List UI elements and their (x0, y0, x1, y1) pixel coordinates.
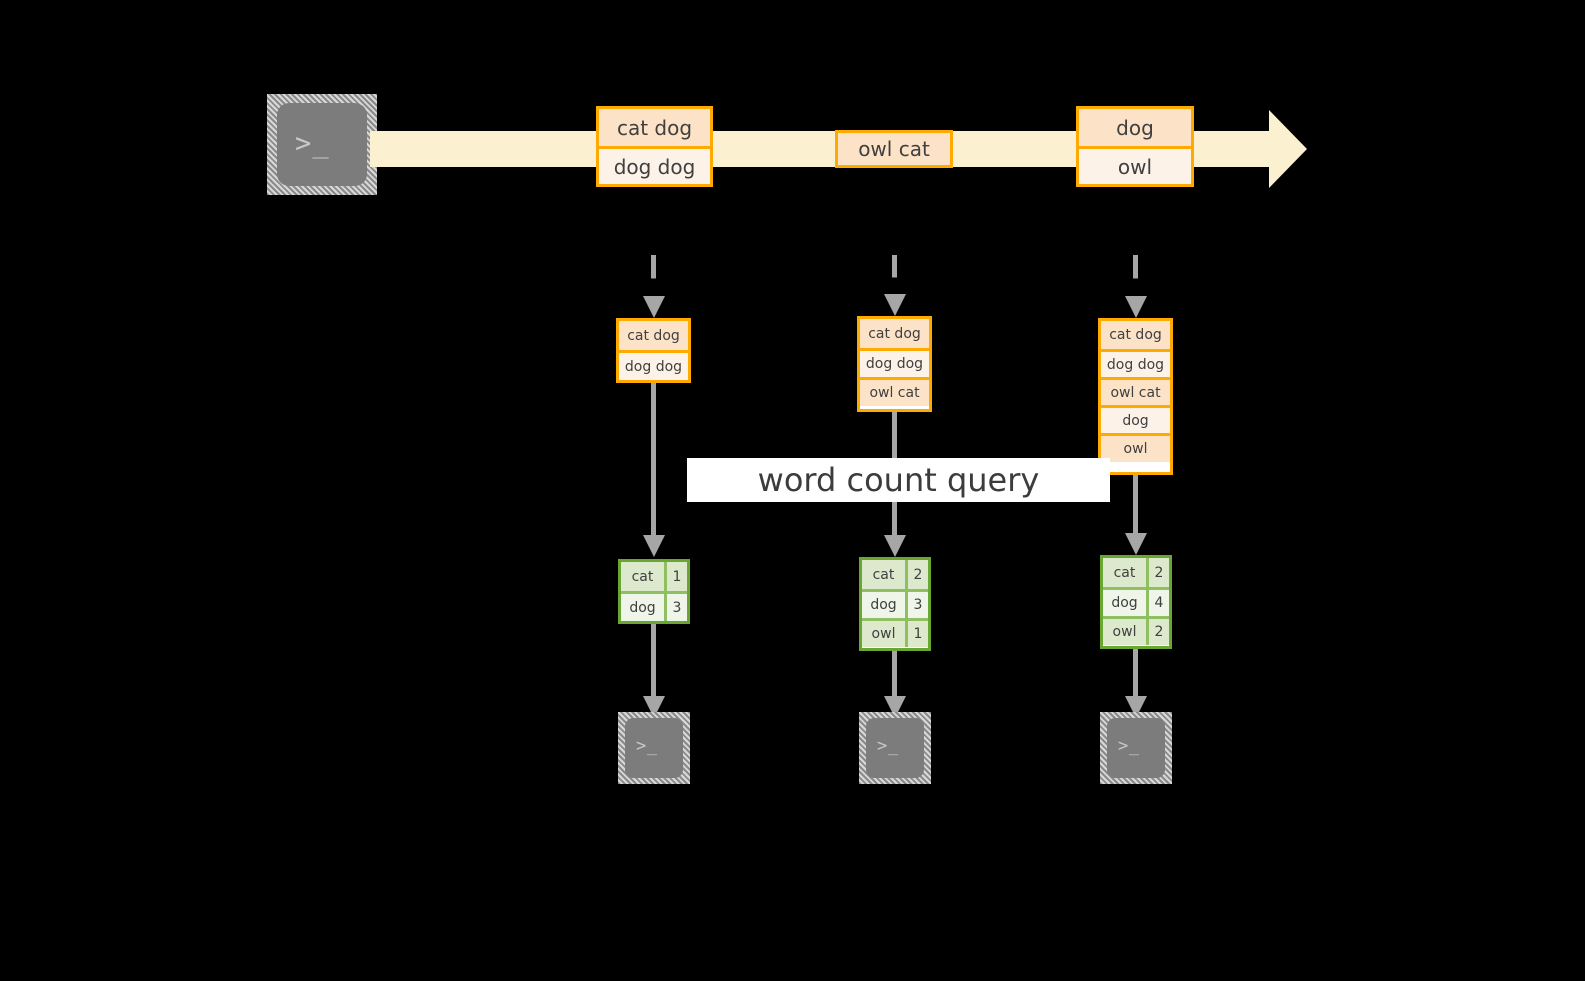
snapshot-2-input-table: cat dog dog dog owl cat (857, 316, 932, 412)
snapshot-2-tap-arrow (883, 255, 906, 316)
snapshot-1-query-arrow (642, 383, 665, 559)
snapshot-1-sink-terminal-icon: >_ (618, 712, 690, 784)
snapshot-3-input-row: dog (1101, 405, 1170, 433)
terminal-prompt-glyph: >_ (636, 736, 658, 756)
snapshot-1-result-table: cat 1 dog 3 (618, 559, 690, 624)
terminal-prompt-glyph: >_ (1118, 736, 1140, 756)
stream-event-1-row: dog dog (599, 146, 710, 184)
terminal-screen (1107, 718, 1165, 778)
snapshot-2-input-row: cat dog (860, 319, 929, 348)
table-row: cat 1 (621, 562, 687, 591)
snapshot-1-input-table: cat dog dog dog (616, 318, 691, 383)
stream-event-3-row: dog (1079, 109, 1191, 146)
snapshot-3-input-row: cat dog (1101, 321, 1170, 349)
stream-event-2: owl cat (835, 130, 953, 168)
stream-event-3-row: owl (1079, 146, 1191, 184)
terminal-screen (625, 718, 683, 778)
source-terminal-icon: >_ (267, 94, 377, 195)
result-word-cell: dog (621, 594, 664, 621)
snapshot-2-input-row: owl cat (860, 377, 929, 406)
stream-event-1-row: cat dog (599, 109, 710, 146)
snapshot-2-input-row: dog dog (860, 348, 929, 377)
result-count-cell: 2 (1146, 619, 1169, 645)
terminal-prompt-glyph: >_ (877, 736, 899, 756)
snapshot-3-input-table: cat dog dog dog owl cat dog owl (1098, 318, 1173, 475)
result-count-cell: 1 (905, 621, 928, 647)
event-stream-arrowhead (1269, 110, 1307, 188)
table-row: cat 2 (1103, 558, 1169, 587)
result-count-cell: 2 (1146, 558, 1169, 587)
table-row: owl 1 (862, 618, 928, 647)
result-count-cell: 1 (664, 562, 687, 591)
result-word-cell: owl (1103, 619, 1146, 645)
table-row: dog 3 (862, 589, 928, 618)
result-count-cell: 4 (1146, 590, 1169, 616)
terminal-screen (277, 103, 367, 186)
snapshot-1-input-row: cat dog (619, 321, 688, 350)
snapshot-2-result-table: cat 2 dog 3 owl 1 (859, 557, 931, 651)
snapshot-3-query-arrow (1124, 475, 1147, 557)
snapshot-3-input-row: owl cat (1101, 377, 1170, 405)
snapshot-2-sink-arrow (883, 651, 906, 720)
stream-event-3: dog owl (1076, 106, 1194, 187)
terminal-prompt-glyph: >_ (295, 128, 330, 159)
stream-event-2-row: owl cat (838, 133, 950, 165)
terminal-screen (866, 718, 924, 778)
result-word-cell: cat (862, 560, 905, 589)
result-count-cell: 3 (905, 592, 928, 618)
result-word-cell: cat (1103, 558, 1146, 587)
snapshot-2-sink-terminal-icon: >_ (859, 712, 931, 784)
result-word-cell: owl (862, 621, 905, 647)
table-row: cat 2 (862, 560, 928, 589)
table-row: owl 2 (1103, 616, 1169, 645)
snapshot-3-tap-arrow (1124, 255, 1147, 318)
result-count-cell: 3 (664, 594, 687, 621)
snapshot-3-input-row: dog dog (1101, 349, 1170, 377)
snapshot-3-result-table: cat 2 dog 4 owl 2 (1100, 555, 1172, 649)
result-word-cell: dog (1103, 590, 1146, 616)
result-count-cell: 2 (905, 560, 928, 589)
snapshot-3-input-row: owl (1101, 433, 1170, 462)
snapshot-1-tap-arrow (642, 255, 665, 318)
snapshot-3-sink-terminal-icon: >_ (1100, 712, 1172, 784)
result-word-cell: dog (862, 592, 905, 618)
query-label: word count query (687, 458, 1110, 502)
snapshot-1-input-row: dog dog (619, 350, 688, 380)
snapshot-1-sink-arrow (642, 624, 665, 720)
stream-event-1: cat dog dog dog (596, 106, 713, 187)
result-word-cell: cat (621, 562, 664, 591)
snapshot-3-sink-arrow (1124, 649, 1147, 720)
table-row: dog 4 (1103, 587, 1169, 616)
table-row: dog 3 (621, 591, 687, 621)
